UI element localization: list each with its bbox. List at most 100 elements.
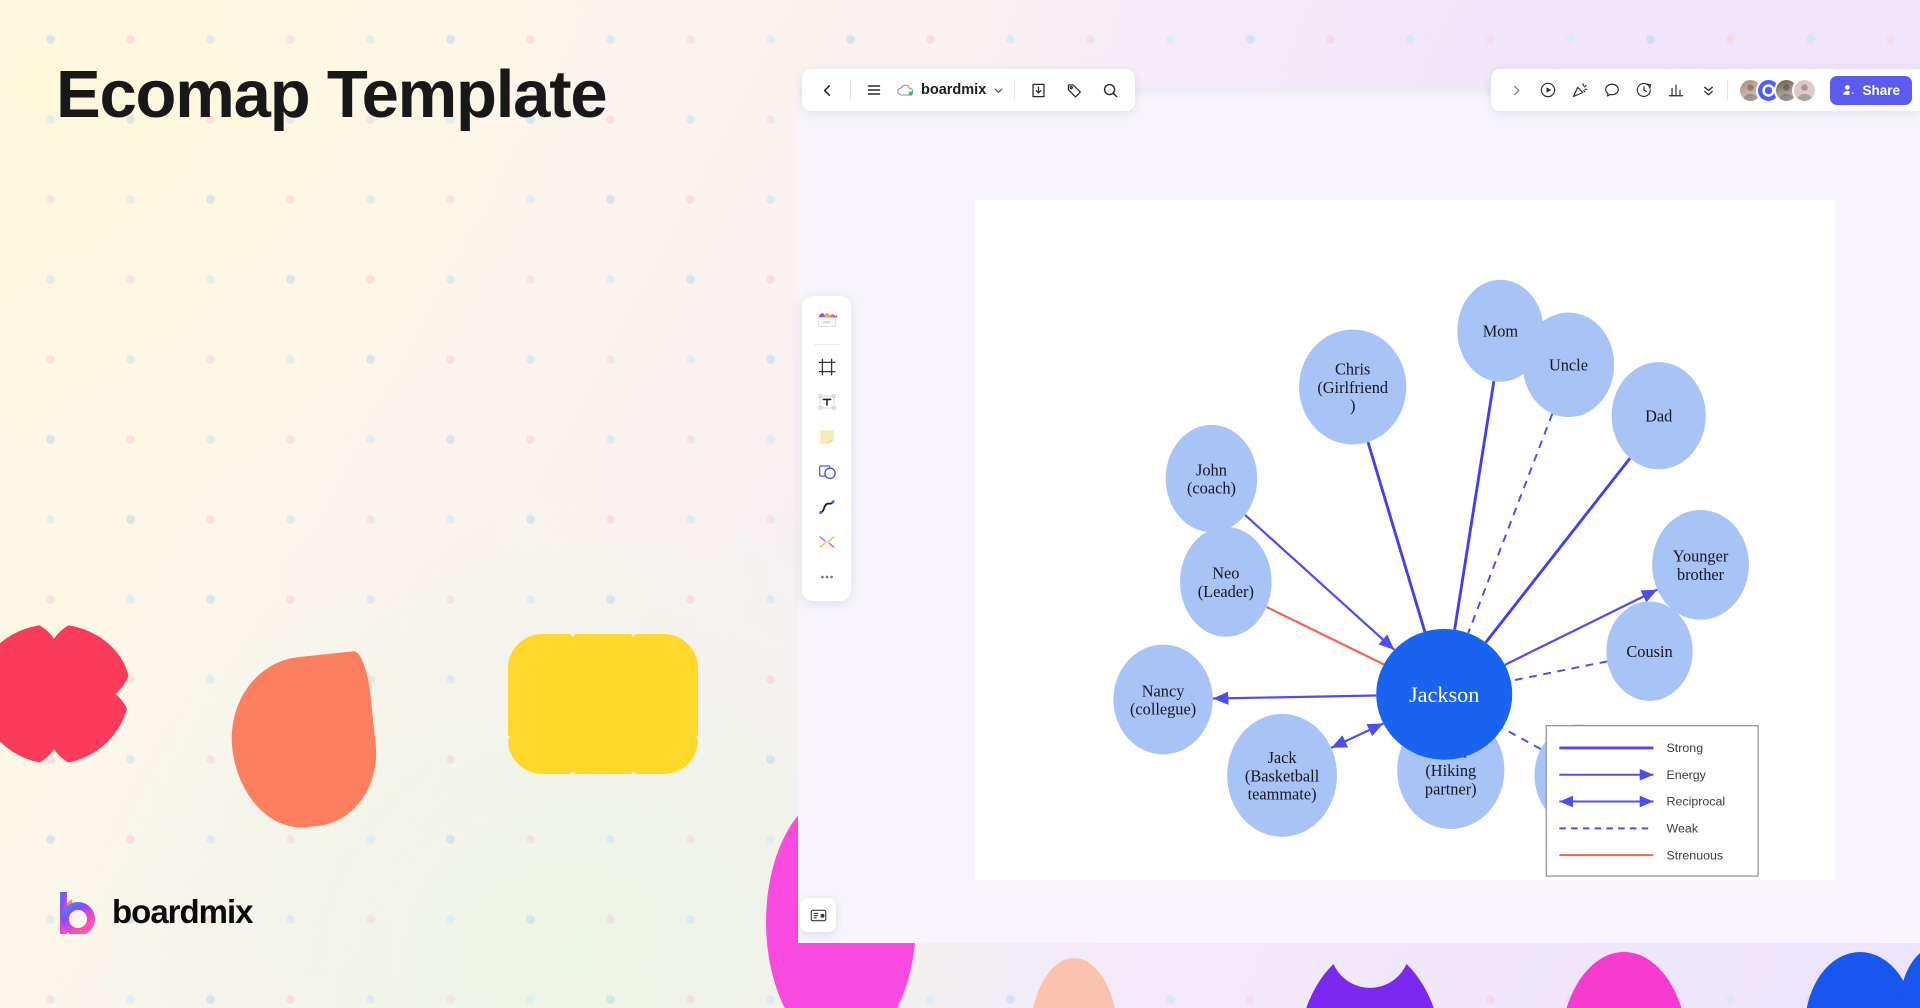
legend-label-strenuous: Strenuous [1667,848,1724,862]
toolbar-divider-2 [1014,80,1016,100]
ecomap-edge-jackson-younger[interactable] [1504,588,1658,666]
boardmix-mark-icon [56,890,98,936]
decorative-yellow-shape [508,634,698,774]
ecomap-node-label: Cousin [1626,642,1672,661]
templates-tool[interactable] [810,305,844,337]
legend-label-strong: Strong [1667,741,1704,755]
connector-tool[interactable] [810,526,844,558]
download-button[interactable] [1025,77,1051,103]
ecomap-node-label: Nancy [1142,681,1185,700]
ecomap-node-label: (Hiking [1425,761,1476,780]
sticky-note-tool[interactable] [810,421,844,453]
ecomap-node-nancy[interactable]: Nancy(collegue) [1113,644,1213,755]
ecomap-edge-cousin-jackson[interactable] [1510,660,1608,682]
ecomap-node-label: brother [1677,565,1725,584]
toolbar-divider [850,80,851,100]
legend-label-energy: Energy [1667,768,1707,782]
ecomap-edge-mom-jackson[interactable] [1453,380,1496,630]
collaborator-avatar-4[interactable] [1792,77,1818,103]
ecomap-node-label: (collegue) [1130,700,1196,719]
ecomap-edge-john-jackson[interactable] [1244,514,1396,651]
ecomap-node-label: Chris [1335,360,1370,379]
presentation-settings-button[interactable] [800,898,836,932]
rail-divider [813,344,840,345]
document-name: boardmix [921,82,987,98]
decorative-clover-shape [0,624,130,764]
boardmix-wordmark: boardmix [112,893,254,930]
chevron-down-icon[interactable] [993,85,1004,96]
ecomap-node-label: Mom [1483,322,1519,341]
celebrate-button[interactable] [1567,77,1593,103]
document-name-chip[interactable]: boardmix [897,82,1004,98]
page-title: Ecomap Template [56,57,608,132]
ecomap-edge-dad-jackson[interactable] [1484,457,1632,644]
ecomap-svg: MomChris(Girlfriend)John(coach)Neo(Leade… [1113,279,1759,877]
ecomap-node-label: (Basketball [1245,766,1320,785]
ecomap-node-chris[interactable]: Chris(Girlfriend) [1299,329,1407,445]
ecomap-node-label: partner) [1425,779,1477,798]
timer-button[interactable] [1631,77,1657,103]
ecomap-node-cousin[interactable]: Cousin [1606,601,1693,701]
cloud-saved-icon [897,84,914,97]
frame-tool[interactable] [810,351,844,383]
share-button[interactable]: Share [1830,75,1912,105]
ecomap-edge-neo-jackson[interactable] [1266,605,1385,666]
ecomap-node-label: ) [1350,396,1355,415]
ecomap-node-mom[interactable]: Mom [1457,279,1544,382]
legend-label-reciprocal: Reciprocal [1667,795,1726,809]
person-add-icon [1842,83,1856,97]
shape-tool[interactable] [810,456,844,488]
ecomap-node-label: teammate) [1248,785,1317,804]
ecomap-node-label: Jackson [1409,682,1479,707]
share-label: Share [1862,82,1900,98]
ecomap-node-neo[interactable]: Neo(Leader) [1180,526,1272,637]
ecomap-node-label: Dad [1645,407,1672,426]
ecomap-node-label: (coach) [1187,479,1236,498]
decorative-pink-blob [1560,952,1688,1008]
search-button[interactable] [1097,77,1123,103]
legend-label-weak: Weak [1667,822,1699,836]
creation-tool-rail [802,296,851,601]
present-button[interactable] [1535,77,1561,103]
pen-tool[interactable] [810,491,844,523]
ecomap-edge-aunt-jackson[interactable] [1502,727,1542,750]
text-tool[interactable] [810,386,844,418]
chart-button[interactable] [1663,77,1689,103]
main-menu-button[interactable] [861,77,887,103]
ecomap-edge-chris-jackson[interactable] [1366,441,1427,633]
decorative-blue-blob-2 [1900,945,1920,1008]
ecomap-edge-jackson-jack[interactable] [1330,722,1384,749]
boardmix-logo: boardmix [56,890,254,936]
ecomap-edge-uncle-jackson[interactable] [1467,413,1554,634]
document-toolbar: boardmix [802,69,1136,111]
ecomap-node-uncle[interactable]: Uncle [1522,312,1615,418]
decorative-blue-blob [1805,952,1915,1008]
decorative-drop-shape [223,649,384,835]
expand-panel-button[interactable] [1503,77,1529,103]
ecomap-node-john[interactable]: John(coach) [1165,424,1258,533]
ecomap-node-label: Jack [1268,748,1298,767]
decorative-peach-blob [1030,958,1118,1008]
collaborator-avatars [1738,77,1818,103]
ecomap-node-label: John [1196,460,1227,479]
ecomap-node-label: Uncle [1549,356,1588,375]
comment-button[interactable] [1599,77,1625,103]
back-button[interactable] [814,77,840,103]
more-options-button[interactable] [1695,77,1721,103]
collaboration-toolbar: Share [1491,69,1920,111]
decorative-purple-blob [1295,948,1445,1008]
ecomap-node-jackson[interactable]: Jackson [1376,628,1513,760]
ecomap-edges [1212,380,1658,760]
more-tools[interactable] [810,561,844,593]
ecomap-node-label: Neo [1212,564,1239,583]
ecomap-edge-jackson-nancy[interactable] [1212,691,1377,705]
ecomap-node-label: (Leader) [1198,582,1254,601]
ecomap-nodes: MomChris(Girlfriend)John(coach)Neo(Leade… [1113,279,1749,837]
ecomap-node-label: (Girlfriend [1317,378,1388,397]
ecomap-node-dad[interactable]: Dad [1611,362,1706,470]
tag-button[interactable] [1061,77,1087,103]
